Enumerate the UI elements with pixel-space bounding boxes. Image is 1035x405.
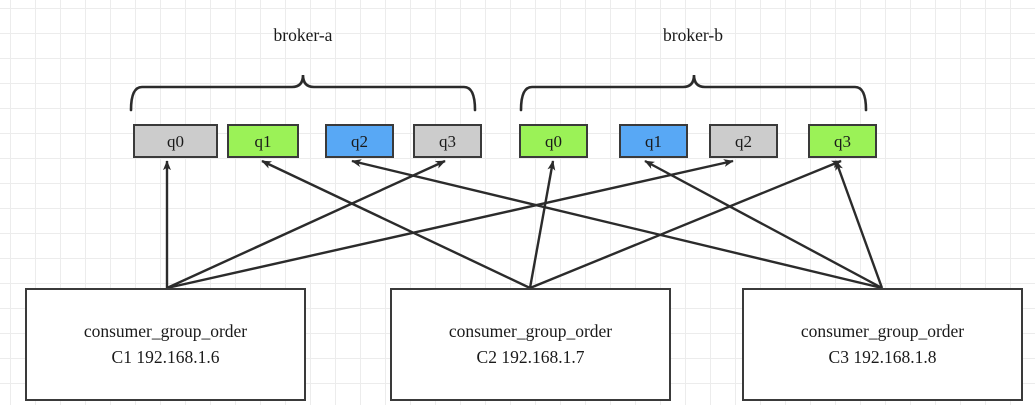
consumer-box-c1[interactable]: consumer_group_order C1 192.168.1.6 (25, 288, 306, 401)
queue-broker-a-q1[interactable]: q1 (227, 124, 299, 158)
queue-label: q1 (254, 131, 272, 151)
consumer-group-name: consumer_group_order (800, 321, 965, 342)
consumer-group-name: consumer_group_order (448, 321, 613, 342)
queue-broker-a-q0[interactable]: q0 (133, 124, 218, 158)
queue-label: q1 (645, 131, 662, 151)
edge-c2-to-broker-a-q1 (261, 159, 531, 290)
edge-c2-to-broker-b-q0 (528, 160, 556, 289)
queue-broker-b-q3[interactable]: q3 (808, 124, 877, 158)
consumer-group-name: consumer_group_order (83, 321, 248, 342)
edge-c3-to-broker-b-q3 (834, 160, 884, 289)
broker-label-a: broker-a (203, 25, 403, 45)
edge-c3-to-broker-a-q2 (351, 159, 883, 290)
queue-label: q0 (545, 131, 562, 151)
edge-c1-to-broker-a-q3 (166, 159, 446, 290)
consumer-instance: C3 192.168.1.8 (828, 346, 937, 367)
queue-label: q2 (351, 131, 368, 151)
broker-label-b-text: broker-b (663, 25, 723, 45)
broker-label-a-text: broker-a (273, 25, 333, 45)
edge-c2-to-broker-b-q3 (529, 159, 842, 290)
queue-broker-b-q1[interactable]: q1 (619, 124, 688, 158)
queue-broker-b-q0[interactable]: q0 (519, 124, 588, 158)
queue-broker-a-q2[interactable]: q2 (325, 124, 394, 158)
consumer-box-c2[interactable]: consumer_group_order C2 192.168.1.7 (390, 288, 671, 401)
brace-broker-a (129, 74, 477, 112)
broker-label-b: broker-b (593, 25, 793, 45)
queue-label: q2 (735, 131, 752, 151)
queue-label: q3 (834, 131, 851, 151)
queue-broker-b-q2[interactable]: q2 (709, 124, 778, 158)
edge-c1-to-broker-b-q2 (166, 159, 734, 290)
consumer-box-c3[interactable]: consumer_group_order C3 192.168.1.8 (742, 288, 1023, 401)
queue-broker-a-q3[interactable]: q3 (413, 124, 482, 158)
queue-label: q3 (439, 131, 456, 151)
consumer-instance: C2 192.168.1.7 (476, 346, 585, 367)
edge-c3-to-broker-b-q1 (644, 159, 883, 290)
queue-label: q0 (167, 131, 184, 151)
consumer-instance: C1 192.168.1.6 (111, 346, 220, 367)
brace-broker-b (519, 74, 868, 112)
